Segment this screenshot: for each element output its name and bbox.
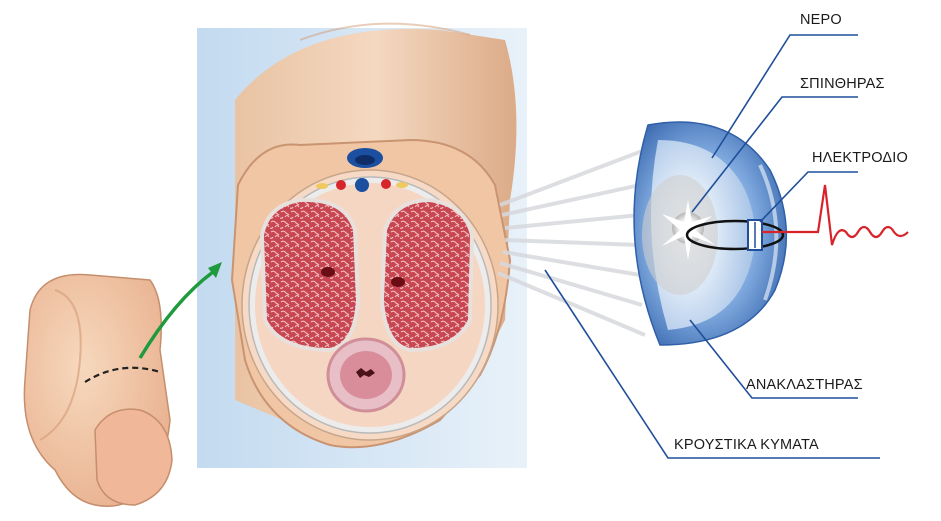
- penis-illustration: [24, 274, 172, 506]
- label-shockwaves: ΚΡΟΥΣΤΙΚΑ ΚΥΜΑΤΑ: [674, 437, 819, 453]
- dorsal-artery-right: [381, 179, 391, 189]
- label-electrode: ΗΛΕΚΤΡΟΔΙΟ: [812, 150, 908, 166]
- corpus-cavernosum-left: [262, 200, 358, 350]
- label-reflector: ΑΝΑΚΛΑΣΤΗΡΑΣ: [746, 377, 863, 393]
- corpus-cavernosum-right: [382, 200, 472, 350]
- cavernous-artery-right: [391, 277, 405, 287]
- dorsal-vein-deep: [355, 178, 369, 192]
- dorsal-artery-left: [336, 180, 346, 190]
- label-water: ΝΕΡΟ: [800, 12, 842, 28]
- label-spark: ΣΠΙΝΘΗΡΑΣ: [800, 76, 885, 92]
- cavernous-artery-left: [321, 267, 335, 277]
- reflector: [634, 122, 786, 345]
